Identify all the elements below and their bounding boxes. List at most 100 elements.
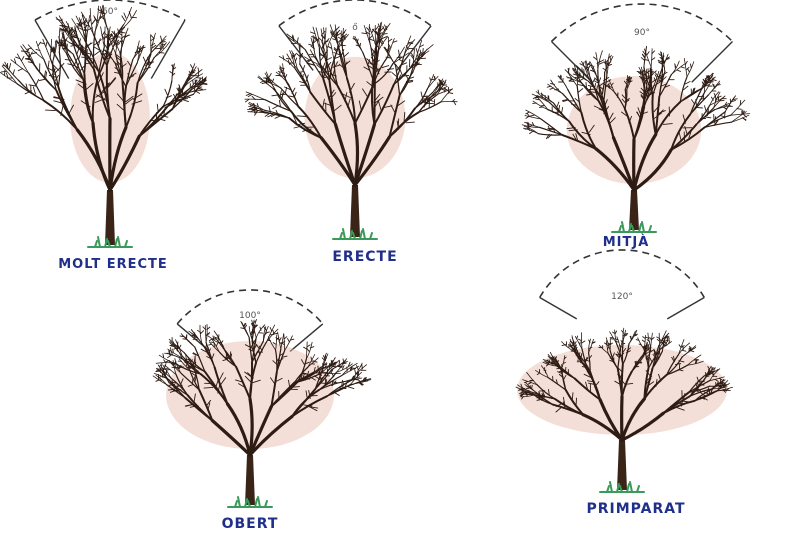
twig [292,88,295,93]
twig [122,16,125,21]
branch [59,16,73,39]
twig [360,43,361,47]
twig [562,107,563,112]
twig [191,65,193,69]
twig [1,71,6,72]
twig [275,116,280,118]
twig [168,355,172,357]
twig [388,69,394,70]
twig [165,368,168,369]
grass [610,482,612,492]
twig [29,85,36,86]
branch [205,325,206,342]
twig [161,36,162,41]
twig [309,44,313,45]
twig [27,48,32,49]
twig [156,380,159,381]
branch [120,34,126,54]
twig [549,129,555,130]
trunk [617,440,627,490]
branch [541,119,562,135]
twig [46,110,56,111]
branch [249,104,265,112]
twig [737,109,742,110]
twig [399,50,400,55]
twig [709,369,710,372]
twig [48,61,49,68]
grass [360,231,362,239]
twig [705,106,707,111]
branch [50,39,51,58]
twig [273,106,279,109]
twig [289,96,294,97]
twig [690,346,691,350]
branch [622,344,623,365]
branch [43,39,50,58]
twig [531,115,535,116]
twig [161,366,162,370]
twig [643,337,646,339]
tree-label-erecte: ERECTE [332,249,397,265]
twig [268,340,271,341]
twig [269,74,271,78]
tree-label-molt-erecte: MOLT ERECTE [58,257,168,272]
twig [159,53,164,54]
branch [629,331,635,344]
grass [258,497,260,507]
twig [282,93,283,99]
twig [690,350,694,351]
twig [445,89,446,93]
twig [203,83,207,84]
twig [577,336,578,339]
twig [326,380,327,386]
twig [348,387,354,389]
twig [417,58,418,63]
twig [209,344,212,345]
twig [714,117,715,123]
twig [21,51,26,52]
twig [32,53,37,54]
twig [454,102,456,105]
twig [655,75,657,78]
twig [280,91,281,97]
grass [115,239,117,247]
twig [344,53,349,57]
twig [167,370,170,371]
grass [118,237,120,247]
twig [283,56,284,60]
angle-ray-left [540,298,577,319]
angle-ray-right [151,20,185,78]
twig [706,117,711,118]
twig [38,42,40,46]
twig [179,345,181,348]
twig [557,102,559,107]
twig [588,65,592,66]
twig [175,364,176,368]
twig [610,57,611,61]
twig [182,100,188,102]
twig [530,132,533,134]
twig [279,338,281,341]
twig [416,49,417,53]
grass [630,482,632,492]
tree-obert: 100°OBERT [153,290,371,532]
twig [639,344,642,345]
twig [421,92,422,97]
twig [526,116,529,118]
twig [647,52,650,55]
tree-label-primparat: PRIMPARAT [586,501,685,517]
twig [430,78,431,81]
twig [575,342,577,345]
twig [296,53,299,56]
tree-label-obert: OBERT [222,516,279,532]
grass [642,222,644,232]
grass [639,224,641,232]
twig [163,354,164,358]
tree-label-mitja: MITJÀ [603,234,650,250]
twig [201,331,204,334]
twig [550,88,554,89]
twig [36,80,39,86]
twig [382,66,389,68]
twig [314,362,317,363]
twig [641,58,644,61]
